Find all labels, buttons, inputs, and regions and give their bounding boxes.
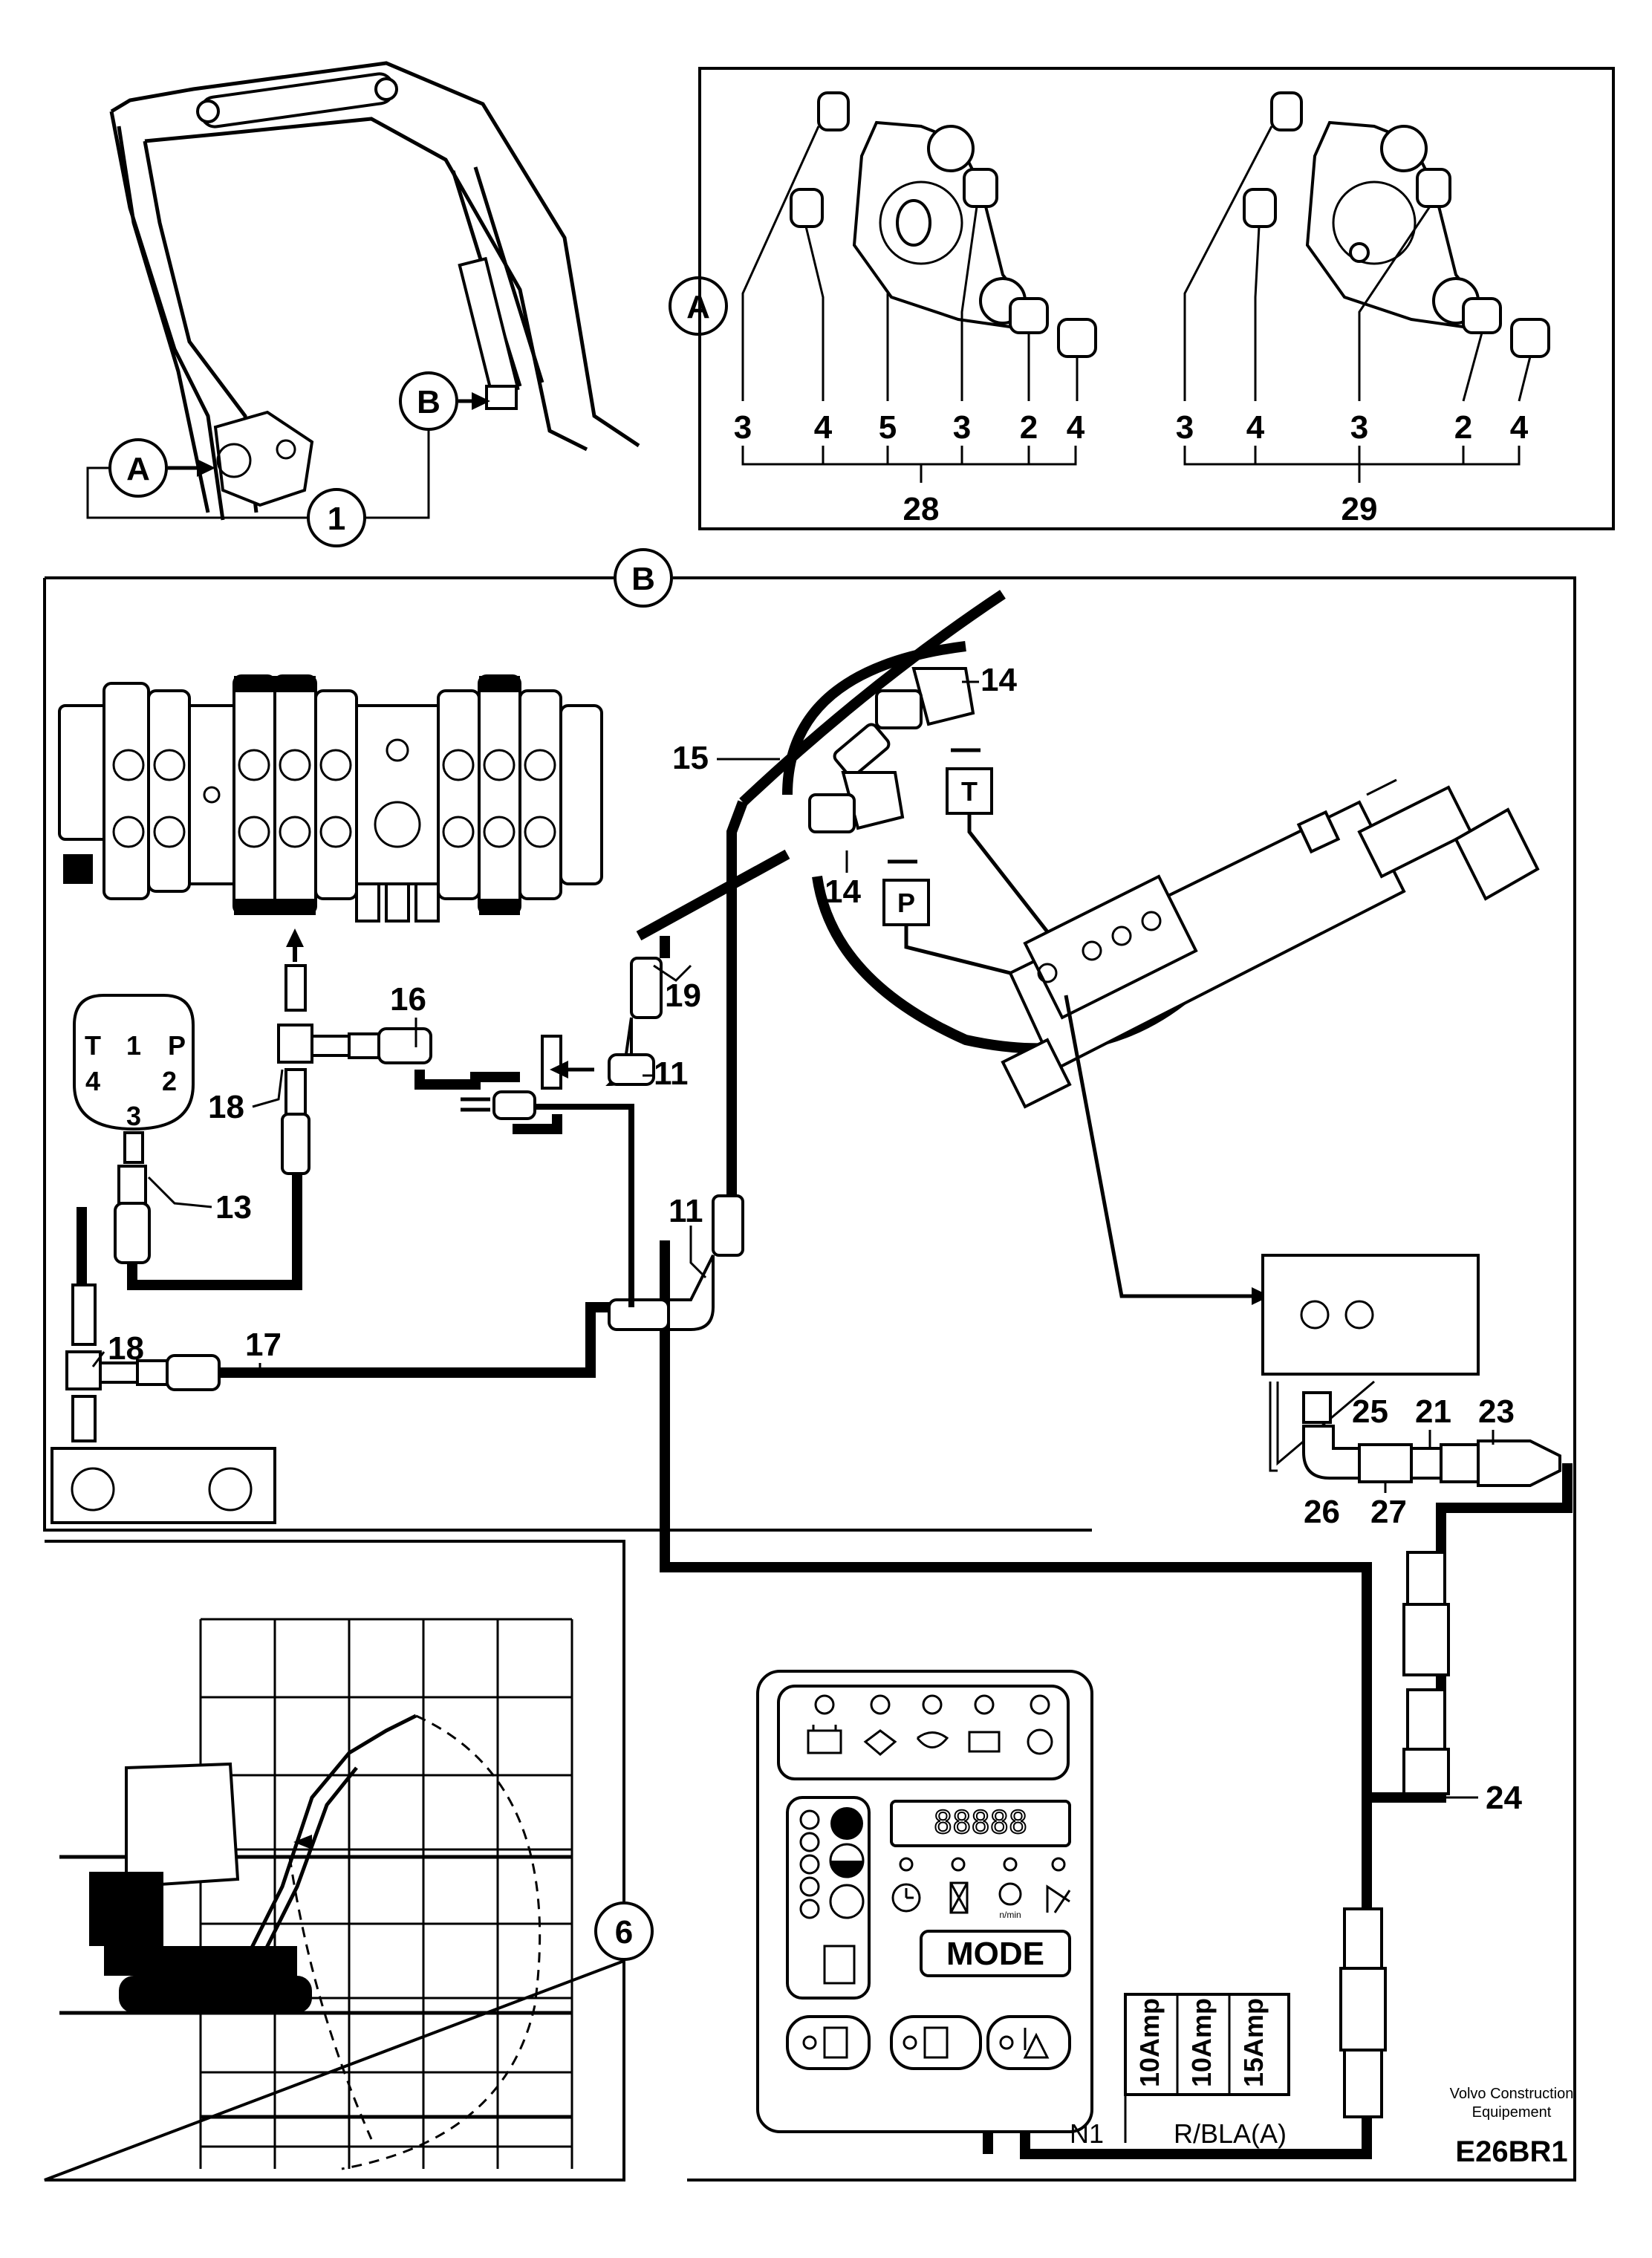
svg-text:B: B — [631, 561, 655, 597]
svg-text:14: 14 — [981, 662, 1017, 698]
maker-name: Volvo Construction — [1450, 2086, 1574, 2102]
svg-text:6: 6 — [615, 1914, 633, 1950]
kit-29-part-numbers: 3 4 3 2 4 29 — [1176, 409, 1529, 527]
svg-text:23: 23 — [1478, 1393, 1515, 1430]
instrument-panel: 88888 n/min MODE — [756, 1670, 1093, 2133]
hourglass-icon — [949, 1881, 969, 1914]
svg-text:A: A — [686, 289, 710, 325]
linkage-kit-28 — [741, 91, 1097, 401]
svg-text:P: P — [168, 1030, 186, 1061]
pump-housing-lower — [51, 1447, 276, 1524]
coolant-temp-icon — [916, 1731, 949, 1748]
fitting-13 — [114, 1165, 151, 1264]
svg-text:T: T — [961, 776, 978, 807]
cylinder-assembly — [1001, 778, 1540, 1109]
excavator-silhouette — [89, 1714, 417, 2013]
callout-1: 1 — [86, 429, 430, 547]
svg-text:3: 3 — [953, 409, 971, 446]
range-grid — [59, 1618, 573, 2169]
arm-overview — [109, 61, 640, 521]
svg-text:3: 3 — [126, 1101, 141, 1131]
svg-text:15: 15 — [672, 740, 709, 776]
svg-text:3: 3 — [1350, 409, 1368, 446]
elbow-fitting-11 — [541, 957, 744, 1331]
kit-28-part-numbers: 3 4 5 3 2 4 28 — [734, 409, 1085, 527]
svg-text:18: 18 — [108, 1330, 144, 1367]
port-fittings-14 — [808, 667, 975, 833]
connector-24 — [1339, 1551, 1450, 2118]
hydraulic-icon — [1046, 1884, 1071, 1913]
hydraulic-pump: T 1 P 4 2 3 — [73, 994, 195, 1164]
svg-text:1: 1 — [328, 501, 345, 537]
svg-text:29: 29 — [1342, 491, 1378, 527]
svg-text:14: 14 — [825, 873, 861, 910]
sensor-fittings — [1302, 1391, 1561, 1487]
auxiliary-icon — [1023, 2028, 1050, 2059]
panel-b-labels: 14 15 14 19 16 11 18 13 11 18 17 25 21 — [91, 662, 1522, 1816]
digital-display: 88888 — [934, 1804, 1027, 1841]
svg-text:11: 11 — [669, 1193, 703, 1229]
svg-text:2: 2 — [1020, 409, 1038, 446]
panel-b: B — [43, 548, 1576, 2181]
wire-label-n1: N1 — [1070, 2118, 1104, 2149]
linkage-kit-29 — [1183, 91, 1550, 402]
svg-text:4: 4 — [85, 1066, 100, 1096]
drawing-code: E26BR1 — [1455, 2135, 1567, 2168]
svg-text:18: 18 — [208, 1089, 244, 1125]
svg-text:24: 24 — [1486, 1780, 1522, 1816]
panel-6-work-range: 6 — [44, 1540, 654, 2181]
battery-icon — [807, 1725, 842, 1754]
fuse-2: 10Amp — [1186, 1998, 1217, 2087]
rpm-unit: n/min — [999, 1910, 1021, 1920]
svg-text:21: 21 — [1415, 1393, 1451, 1430]
svg-text:4: 4 — [1067, 409, 1085, 446]
svg-text:T: T — [85, 1030, 101, 1061]
svg-text:A: A — [126, 451, 150, 487]
panel-a: A 3 4 5 3 2 4 — [669, 67, 1615, 530]
svg-text:B: B — [417, 384, 440, 420]
fuse-block: 10Amp 10Amp 15Amp — [1124, 1993, 1290, 2143]
oil-pressure-icon — [863, 1729, 897, 1756]
svg-text:P: P — [897, 888, 915, 918]
svg-text:19: 19 — [665, 977, 701, 1014]
aux-switch-2[interactable] — [890, 2015, 982, 2070]
maker-name-2: Equipement — [1472, 2104, 1552, 2121]
clock-icon — [891, 1883, 921, 1913]
aux-switch-1[interactable] — [786, 2015, 871, 2070]
rpm-icon — [998, 1882, 1022, 1906]
solenoid-valve-box — [1261, 1254, 1480, 1472]
svg-text:17: 17 — [245, 1327, 282, 1363]
mode-label: MODE — [946, 1936, 1044, 1972]
svg-text:26: 26 — [1304, 1494, 1340, 1530]
svg-text:28: 28 — [903, 491, 940, 527]
svg-text:4: 4 — [1246, 409, 1265, 446]
callout-b-small: B — [399, 371, 490, 431]
port-label-p: P — [882, 859, 1040, 986]
svg-text:11: 11 — [654, 1055, 689, 1092]
engine-icon — [968, 1731, 1001, 1753]
svg-text:25: 25 — [1352, 1393, 1388, 1430]
svg-text:16: 16 — [390, 981, 426, 1018]
svg-text:27: 27 — [1370, 1494, 1407, 1530]
svg-text:1: 1 — [126, 1030, 141, 1061]
control-valve-bank — [58, 674, 603, 923]
fuse-1: 10Amp — [1134, 1998, 1165, 2087]
svg-text:5: 5 — [879, 409, 897, 446]
svg-text:4: 4 — [1510, 409, 1529, 446]
aux-switch-3[interactable] — [986, 2015, 1071, 2070]
fuse-3: 15Amp — [1238, 1998, 1269, 2087]
connector-plug — [461, 1090, 634, 1307]
tee-fitting-upper — [277, 964, 432, 1175]
water-icon — [1027, 1728, 1053, 1755]
wire-label-rbla: R/BLA(A) — [1174, 2118, 1287, 2149]
svg-text:3: 3 — [734, 409, 752, 446]
callout-a-small: A — [108, 438, 215, 498]
svg-text:2: 2 — [1454, 409, 1472, 446]
mode-button[interactable] — [920, 1930, 1071, 1977]
svg-text:3: 3 — [1176, 409, 1194, 446]
svg-text:2: 2 — [162, 1066, 177, 1096]
svg-text:4: 4 — [814, 409, 833, 446]
svg-text:13: 13 — [215, 1189, 252, 1226]
